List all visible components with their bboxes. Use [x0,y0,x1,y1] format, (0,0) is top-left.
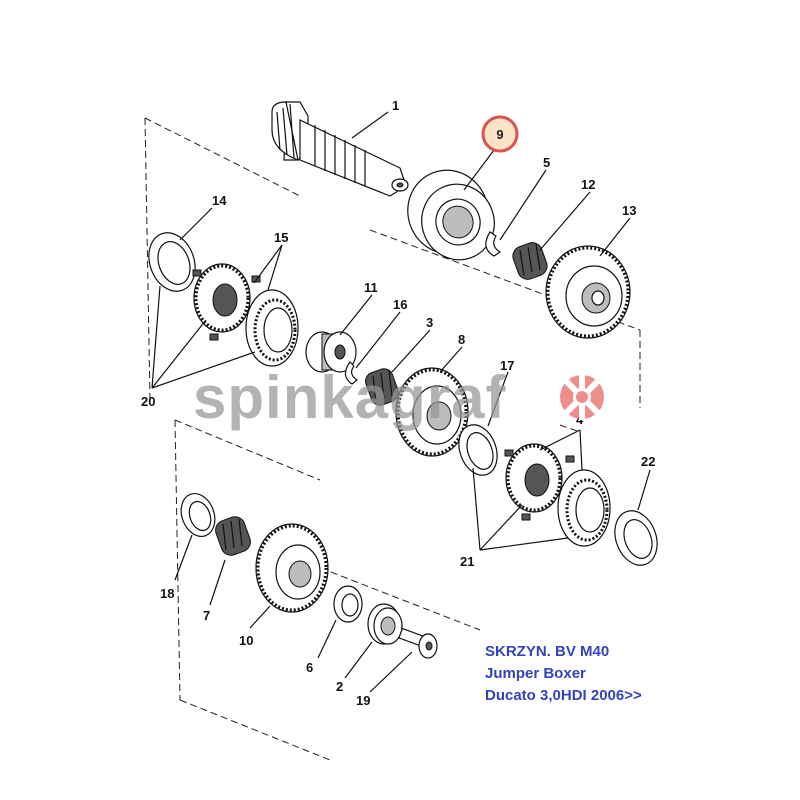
part-2-bearing [367,603,403,645]
diagram-caption: SKRZYN. BV M40 Jumper Boxer Ducato 3,0HD… [485,641,642,707]
caption-line-3: Ducato 3,0HDI 2006>> [485,687,642,704]
callout-17[interactable]: 17 [500,358,514,373]
part-3-needle-bearing [365,368,399,406]
part-10-gear [255,523,329,613]
part-18-washer [180,493,216,537]
callout-8[interactable]: 8 [458,332,465,347]
part-13-gear [545,245,631,339]
callout-21[interactable]: 21 [460,554,474,569]
callout-7[interactable]: 7 [203,608,210,623]
callout-5[interactable]: 5 [543,155,550,170]
part-12-needle-bearing [512,242,548,280]
part-5-circlip [485,231,502,257]
part-14-ring [148,232,196,292]
part-15-synchro-hub [192,263,261,341]
part-19-bolt [398,627,438,659]
callout-16[interactable]: 16 [393,297,407,312]
upper-assembly-outline [144,117,641,408]
callout-9[interactable]: 9 [496,127,503,142]
part-9-bearing [407,169,495,261]
callout-1[interactable]: 1 [392,98,399,113]
callout-19[interactable]: 19 [356,693,370,708]
callout-9-highlight[interactable]: 9 [481,115,519,153]
part-16-circlip [344,361,359,385]
lower-assembly-outline [174,419,581,761]
part-22-ring [614,510,658,566]
part-11-spacer [305,331,357,373]
callout-11[interactable]: 11 [364,280,378,295]
callout-3[interactable]: 3 [426,315,433,330]
leader-lines [151,111,651,693]
part-7-needle-bearing [215,516,251,556]
part-21-synchro-hub [504,443,575,521]
callout-15[interactable]: 15 [274,230,288,245]
callout-13[interactable]: 13 [622,203,636,218]
part-17-ring [458,424,498,476]
caption-line-1: SKRZYN. BV M40 [485,643,610,660]
part-8-gear [395,367,469,457]
callout-14[interactable]: 14 [212,193,227,208]
watermark-text: spinkagraf [193,364,507,431]
part-15-synchro-sleeve [245,289,299,367]
callout-numbers: 1 5 12 13 14 15 11 16 3 8 17 20 4 22 21 … [141,98,655,708]
part-6-ring [333,585,363,623]
callout-6[interactable]: 6 [306,660,313,675]
callout-2[interactable]: 2 [336,679,343,694]
part-21-synchro-sleeve [557,469,611,547]
caption-line-2: Jumper Boxer [485,665,586,682]
callout-20[interactable]: 20 [141,394,155,409]
callout-12[interactable]: 12 [581,177,595,192]
callout-22[interactable]: 22 [641,454,655,469]
callout-10[interactable]: 10 [239,633,253,648]
watermark-logo-icon [560,374,604,420]
callout-18[interactable]: 18 [160,586,174,601]
part-1-input-shaft [271,101,409,197]
